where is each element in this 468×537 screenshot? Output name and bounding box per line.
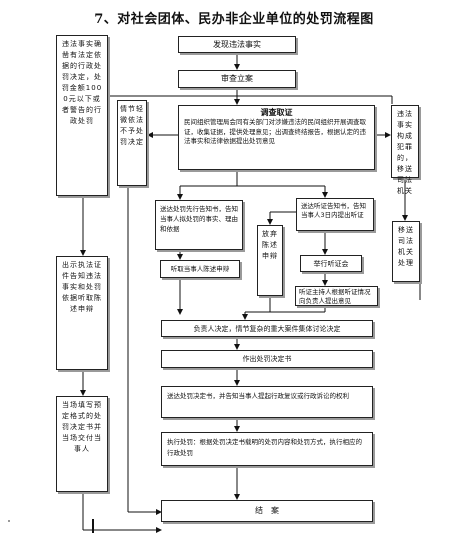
left-fine-box: 违法事实确凿有法定依据的行政处罚决定，处罚金额1000元以下或者警告的行政处罚 — [56, 35, 108, 196]
statement-box: 听取当事人陈述申辩 — [160, 260, 240, 278]
transfer-label: 违法事实构成犯罪的，移送司法机关 — [397, 110, 413, 195]
hearing-notice-box: 送达听证告知书，告知当事人3日内提出听证 — [296, 198, 374, 231]
transfer-judicial-label: 移送司法机关处理 — [398, 226, 414, 267]
not-punish-box: 情节轻微依法不予处罚决定 — [117, 100, 147, 186]
waive-box: 放弃陈述申辩 — [257, 225, 283, 296]
left-deliver-box: 当场填写预定格式的处罚决定书并当场交付当事人 — [56, 396, 108, 492]
notify-left-label: 送达处罚先行告知书，告知当事人拟处罚的事实、理由和依据 — [160, 205, 238, 233]
make-decision-label: 作出处罚决定书 — [242, 355, 292, 363]
deliver-label: 送达处罚决定书，并告知当事人提起行政复议或行政诉讼的权利 — [167, 392, 349, 400]
hearing-opinion-box: 听证主持人根据听证情况向负责人提出意见 — [295, 286, 378, 306]
left-fine-label: 违法事实确凿有法定依据的行政处罚决定，处罚金额1000元以下或者警告的行政处罚 — [61, 40, 103, 125]
decide-box: 负责人决定，情节复杂的重大案件集体讨论决定 — [161, 320, 373, 337]
register-label: 审查立案 — [221, 74, 253, 83]
left-deliver-label: 当场填写预定格式的处罚决定书并当场交付当事人 — [62, 401, 102, 453]
close-box: 结 案 — [161, 500, 373, 522]
close-label: 结 案 — [255, 506, 279, 515]
left-notify-label: 出示执法证件告知违法事实和处罚依据听取陈述申辩 — [62, 261, 102, 313]
hearing-label: 举行听证会 — [313, 259, 349, 268]
investigate-heading: 调查取证 — [260, 108, 293, 117]
execute-box: 执行处罚：根据处罚决定书载明的处罚内容和处罚方式，执行相应的行政处罚 — [161, 432, 373, 466]
execute-label: 执行处罚：根据处罚决定书载明的处罚内容和处罚方式，执行相应的行政处罚 — [167, 438, 362, 457]
hearing-notice-label: 送达听证告知书，告知当事人3日内提出听证 — [301, 202, 366, 219]
vertical-mark — [92, 519, 94, 533]
left-notify-box: 出示执法证件告知违法事实和处罚依据听取陈述申辩 — [56, 256, 108, 370]
not-punish-label: 情节轻微依法不予处罚决定 — [120, 105, 144, 146]
register-box: 审查立案 — [178, 70, 296, 88]
waive-label: 放弃陈述申辩 — [262, 230, 278, 260]
discover-box: 发现违法事实 — [178, 36, 296, 53]
statement-label: 听取当事人陈述申辩 — [170, 265, 230, 273]
page-title: 7、对社会团体、民办非企业单位的处罚流程图 — [94, 12, 374, 27]
transfer-box: 违法事实构成犯罪的，移送司法机关 — [391, 105, 419, 195]
investigate-body: 民间组织管理局会同有关部门对涉嫌违法的民间组织开展调查取证，收集证据，提供处理意… — [184, 118, 366, 145]
notify-left-box: 送达处罚先行告知书，告知当事人拟处罚的事实、理由和依据 — [155, 200, 243, 250]
hearing-opinion-label: 听证主持人根据听证情况向负责人提出意见 — [299, 288, 371, 305]
transfer-judicial-box: 移送司法机关处理 — [392, 221, 420, 282]
corner-dot — [8, 520, 10, 522]
hearing-box: 举行听证会 — [300, 255, 362, 272]
deliver-box: 送达处罚决定书，并告知当事人提起行政复议或行政诉讼的权利 — [161, 386, 373, 418]
make-decision-box: 作出处罚决定书 — [161, 350, 373, 368]
decide-label: 负责人决定，情节复杂的重大案件集体讨论决定 — [193, 324, 341, 333]
investigate-box: 调查取证 民间组织管理局会同有关部门对涉嫌违法的民间组织开展调查取证，收集证据，… — [178, 105, 375, 170]
discover-label: 发现违法事实 — [213, 39, 261, 49]
